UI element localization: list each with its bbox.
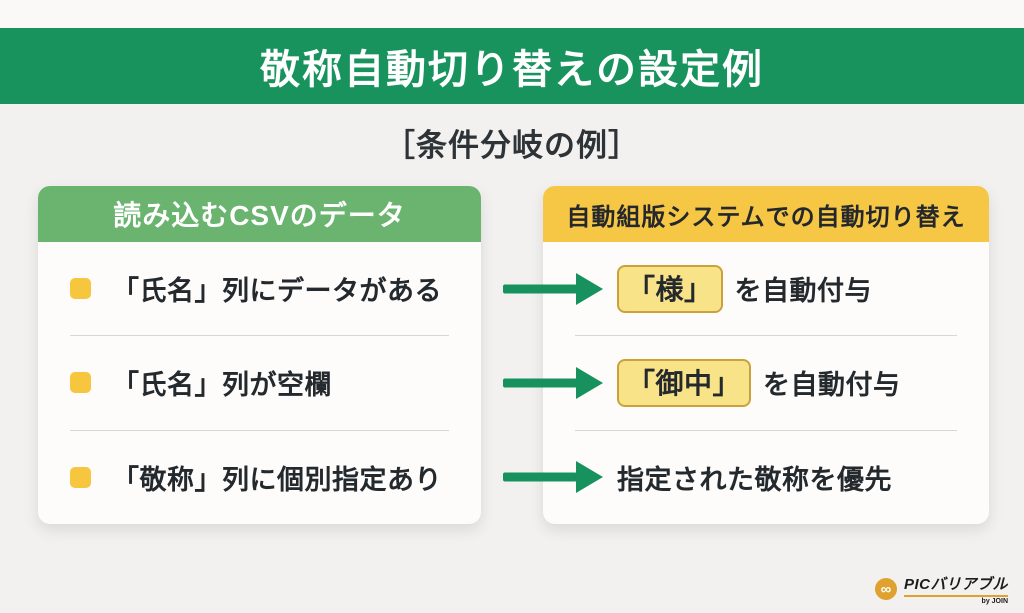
arrow-right-icon (503, 366, 603, 399)
bullet-square-icon (70, 466, 91, 488)
csv-panel-header: 読み込むCSVのデータ (38, 186, 481, 242)
logo-text: PICバリアブル by JOIN (903, 573, 1008, 605)
list-item: 「敬称」列に個別指定あり (38, 431, 481, 524)
list-item: 「御中」 を自動付与 (503, 336, 989, 429)
logo-byline: by JOIN (981, 598, 1008, 605)
divider (70, 335, 449, 337)
divider (575, 335, 957, 337)
infinity-logo-icon: ∞ (874, 578, 897, 600)
top-strip (0, 0, 1024, 28)
title-bar: 敬称自動切り替えの設定例 (0, 28, 1024, 104)
arrow-right-icon (503, 272, 603, 305)
arrow-right-icon (503, 461, 603, 494)
page-title: 敬称自動切り替えの設定例 (260, 48, 764, 92)
honorific-badge: 「様」 (617, 264, 723, 313)
auto-switch-panel-header: 自動組版システムでの自動切り替え (543, 186, 989, 242)
list-item: 「氏名」列が空欄 (38, 336, 481, 429)
logo: ∞ PICバリアブル by JOIN (874, 573, 1008, 605)
list-item: 「氏名」列にデータがある (38, 242, 481, 335)
divider (575, 429, 957, 431)
auto-switch-panel-body: 「様」 を自動付与 「御中」 を自動付与 指定された敬称を優先 (503, 242, 989, 524)
list-item-label: 指定された敬称を優先 (617, 464, 892, 495)
auto-switch-panel: 自動組版システムでの自動切り替え 「様」 を自動付与 「御中」 を自動付与 指定… (503, 186, 989, 524)
list-item-label: 「氏名」列にデータがある (112, 276, 442, 307)
bullet-square-icon (70, 372, 91, 394)
subtitle: ［条件分岐の例］ (384, 128, 640, 163)
list-item: 「様」 を自動付与 (503, 242, 989, 335)
csv-data-panel: 読み込むCSVのデータ 「氏名」列にデータがある 「氏名」列が空欄 「敬称」列に… (38, 186, 481, 524)
csv-panel-body: 「氏名」列にデータがある 「氏名」列が空欄 「敬称」列に個別指定あり (38, 242, 481, 524)
honorific-badge: 「御中」 (617, 358, 752, 407)
list-item-label: 「敬称」列に個別指定あり (112, 464, 442, 495)
divider (70, 429, 449, 431)
list-item-label: を自動付与 (734, 276, 873, 307)
bullet-square-icon (70, 278, 91, 300)
list-item-label: 「氏名」列が空欄 (112, 370, 332, 401)
logo-name: PICバリアブル (903, 573, 1008, 597)
list-item: 指定された敬称を優先 (503, 431, 989, 524)
list-item-label: を自動付与 (763, 370, 901, 401)
